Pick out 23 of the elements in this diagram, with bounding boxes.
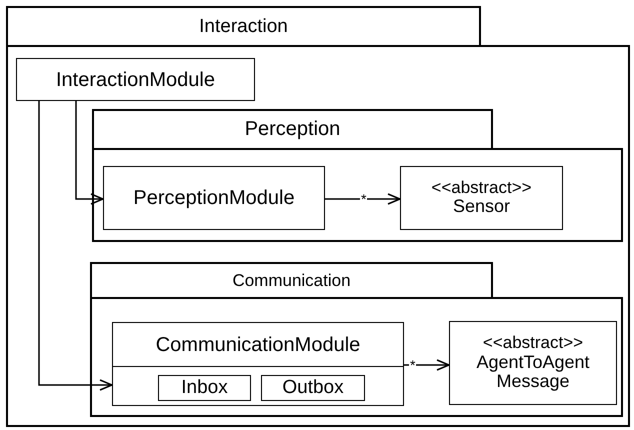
class-name: Sensor [452,197,510,218]
association-arrow [325,193,401,205]
stereotype-label: <<abstract>> [482,334,584,353]
class-name: InteractionModule [56,68,215,90]
class-name: AgentToAgent Message [475,352,591,392]
class-name: CommunicationModule [156,334,360,356]
class-box [400,166,563,230]
association-arrow [404,359,450,371]
class-name: Outbox [282,378,344,398]
package-tab: Interaction [6,6,481,47]
stereotype-label: <<abstract>> [431,178,532,198]
class-box [261,375,365,401]
class-name: PerceptionModule [133,187,295,209]
association-arrow [38,101,113,391]
package-tab: Perception [92,109,493,150]
class-box [112,322,404,406]
class-box [449,321,617,405]
class-box [158,375,251,401]
class-box [16,58,255,101]
class-box [103,166,325,230]
class-name: Inbox [181,378,228,398]
package-tab: Communication [90,262,493,299]
association-arrow [75,101,104,205]
